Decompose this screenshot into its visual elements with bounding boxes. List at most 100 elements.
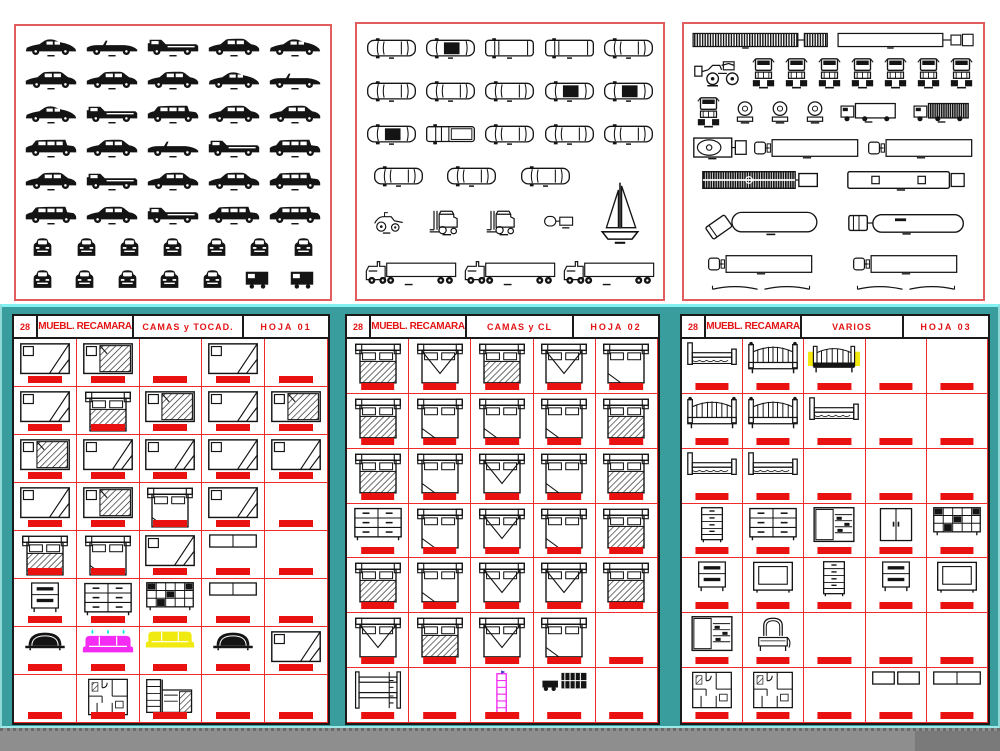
pickup-block[interactable] [207,136,261,158]
bed1-block[interactable] [270,629,322,667]
shelfgrid-block[interactable] [932,506,982,537]
furniture-cell[interactable] [202,483,266,531]
furniture-cell[interactable] [409,393,472,449]
furniture-cell[interactable] [533,339,596,394]
trucktop-block[interactable] [707,253,815,275]
bedelev-block[interactable] [686,396,738,430]
archvanity-block[interactable] [752,615,794,655]
sofa-block[interactable] [145,629,195,651]
planlayout-block[interactable] [691,670,733,710]
bed2h-block[interactable] [602,451,650,497]
bed2-block[interactable] [478,396,526,442]
bed1h-block[interactable] [82,341,134,379]
furniture-cell[interactable] [76,387,140,435]
dresser-block[interactable] [353,506,403,542]
furniture-cell[interactable] [347,339,410,394]
furniture-cell[interactable] [743,448,805,504]
wagon-block[interactable] [207,203,261,225]
carfront-block[interactable] [205,237,228,258]
furniture-cell[interactable] [533,668,596,723]
wagon-block[interactable] [146,102,200,124]
sail-block[interactable] [597,174,643,252]
bed1-block[interactable] [144,437,196,475]
furniture-cell[interactable] [139,627,203,675]
cartop-block[interactable] [365,37,418,60]
coupe-block[interactable] [207,68,261,90]
furniture-cell[interactable] [14,387,77,435]
wagon-block[interactable] [24,136,78,158]
tfront-block[interactable] [696,96,721,128]
bed2-block[interactable] [540,506,588,552]
pickup-block[interactable] [85,102,139,124]
nightstand-block[interactable] [697,560,727,594]
mixer-block[interactable] [734,99,756,125]
bed2-block[interactable] [540,396,588,442]
furniture-cell[interactable] [265,627,328,675]
furniture-cell[interactable] [926,613,988,669]
darktr-block[interactable] [700,168,822,192]
furniture-cell[interactable] [347,668,410,723]
mixer-block[interactable] [769,99,791,125]
bunk-block[interactable] [353,670,403,710]
sedan-block[interactable] [85,68,139,90]
furniture-cell[interactable] [471,448,534,504]
cartop-block[interactable] [365,80,418,103]
furniture-sheet-hoja-01[interactable]: 28 MUEBL. RECAMARA CAMAS y TOCAD. HOJA 0… [12,314,330,725]
furniture-cell[interactable] [202,387,266,435]
coupe-block[interactable] [24,102,78,124]
furniture-sheet-hoja-03[interactable]: 28 MUEBL. RECAMARA VARIOS HOJA 03 [680,314,990,725]
furniture-cell[interactable] [743,503,805,559]
furniture-cell[interactable] [804,613,866,669]
furniture-cell[interactable] [533,558,596,614]
furniture-cell[interactable] [682,448,744,504]
furniture-cell[interactable] [139,339,203,387]
furniture-cell[interactable] [14,627,77,675]
cartop-block[interactable] [445,165,498,188]
camper-block[interactable] [692,136,748,160]
furniture-cell[interactable] [265,579,328,627]
cartop-block[interactable] [483,80,536,103]
furniture-cell[interactable] [347,393,410,449]
vehicle-panel-side-views[interactable] [14,24,332,301]
longcab-block[interactable] [932,670,982,686]
furniture-cell[interactable] [347,613,410,669]
tallboy-block[interactable] [699,506,725,544]
furniture-cell[interactable] [139,483,203,531]
semi-block[interactable] [562,256,656,286]
furniture-cell[interactable] [409,503,472,559]
furniture-cell[interactable] [409,668,472,723]
furniture-cell[interactable] [265,435,328,483]
furniture-cell[interactable] [76,675,140,723]
bed1-block[interactable] [19,389,71,427]
furniture-cell[interactable] [139,675,203,723]
furniture-cell[interactable] [139,579,203,627]
sedan-block[interactable] [24,169,78,191]
bed1-block[interactable] [19,341,71,379]
furniture-cell[interactable] [926,668,988,723]
furniture-cell[interactable] [139,531,203,579]
furniture-cell[interactable] [14,435,77,483]
furniture-cell[interactable] [865,613,927,669]
cartop-block[interactable] [372,165,425,188]
furniture-cell[interactable] [14,483,77,531]
wagon-block[interactable] [268,203,322,225]
furniture-cell[interactable] [14,675,77,723]
furniture-cell[interactable] [595,448,658,504]
dresser-block[interactable] [748,506,798,542]
bedelevy-block[interactable] [807,341,861,375]
furniture-cell[interactable] [202,627,266,675]
furniture-cell[interactable] [804,668,866,723]
sedan-block[interactable] [268,102,322,124]
furniture-cell[interactable] [804,339,866,394]
trucktop-block[interactable] [852,253,960,275]
trplain-block[interactable] [836,31,976,49]
vantop-block[interactable] [543,37,596,60]
furniture-cell[interactable] [409,448,472,504]
furniture-cell[interactable] [682,393,744,449]
bed2v-block[interactable] [478,615,526,661]
furniture-cell[interactable] [533,613,596,669]
furniture-cell[interactable] [471,613,534,669]
bed1-block[interactable] [207,389,259,427]
pickuptop-block[interactable] [424,123,477,146]
furniture-cell[interactable] [533,393,596,449]
